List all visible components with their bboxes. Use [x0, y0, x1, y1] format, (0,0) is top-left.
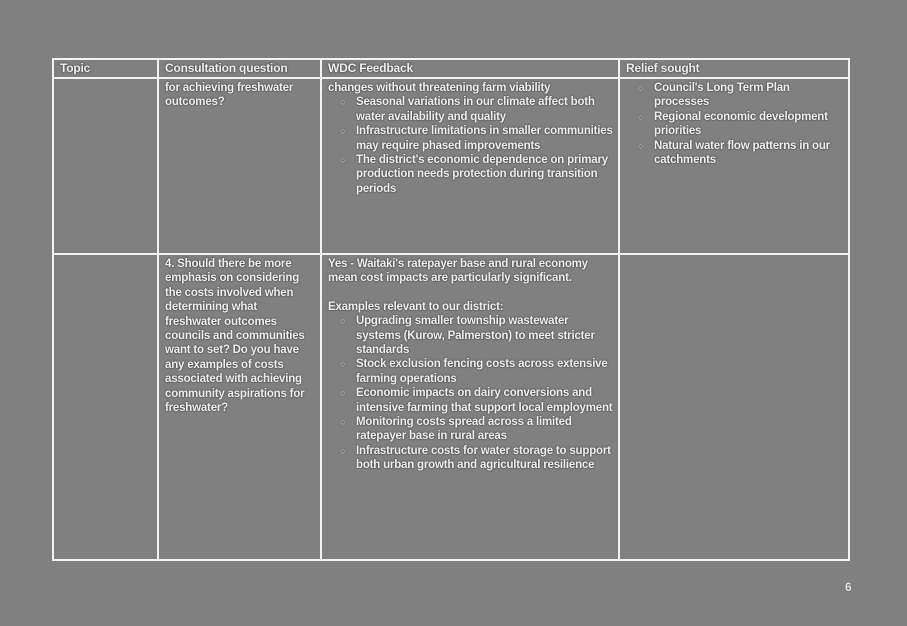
list-item-label: Infrastructure costs for water storage t…: [356, 444, 611, 472]
cell-topic: [52, 253, 159, 561]
list-item: ○ Council's Long Term Plan processes: [626, 81, 843, 110]
relief-bullet-list: ○ Council's Long Term Plan processes ○ R…: [626, 81, 843, 167]
list-item-label: Seasonal variations in our climate affec…: [356, 96, 595, 123]
cell-topic: [52, 77, 159, 255]
bullet-icon: ○: [340, 155, 346, 166]
bullet-icon: ○: [638, 111, 644, 122]
cell-consultation-question: 4. Should there be more emphasis on cons…: [157, 253, 322, 561]
bullet-icon: ○: [340, 388, 346, 399]
list-item: ○ Natural water flow patterns in our cat…: [626, 139, 843, 168]
column-header-relief-sought: Relief sought: [618, 58, 850, 79]
bullet-icon: ○: [638, 140, 644, 151]
column-header-wdc-feedback: WDC Feedback: [320, 58, 620, 79]
list-item-label: The district's economic dependence on pr…: [356, 154, 608, 195]
bullet-icon: ○: [638, 83, 644, 93]
bullet-icon: ○: [340, 445, 346, 456]
table-header-row: Topic Consultation question WDC Feedback…: [52, 58, 850, 79]
bullet-icon: ○: [340, 126, 346, 137]
feedback-intro-text: Yes - Waitaki's ratepayer base and rural…: [328, 258, 588, 285]
feedback-bullet-list: ○ Upgrading smaller township wastewater …: [328, 314, 613, 472]
column-header-consultation-question: Consultation question: [157, 58, 322, 79]
list-item: ○ Monitoring costs spread across a limit…: [328, 415, 613, 444]
table-body: for achieving freshwater outcomes? chang…: [52, 77, 850, 561]
feedback-examples-label: Examples relevant to our district:: [328, 300, 504, 313]
list-item: ○ The district's economic dependence on …: [328, 153, 613, 196]
consultation-feedback-table: Topic Consultation question WDC Feedback…: [52, 58, 850, 561]
table-row: for achieving freshwater outcomes? chang…: [52, 77, 850, 255]
question-text: 4. Should there be more emphasis on cons…: [165, 258, 305, 415]
list-item: ○ Upgrading smaller township wastewater …: [328, 314, 613, 357]
list-item-label: Economic impacts on dairy conversions an…: [356, 387, 613, 414]
table-row: 4. Should there be more emphasis on cons…: [52, 253, 850, 561]
list-item: ○ Infrastructure limitations in smaller …: [328, 124, 613, 153]
list-item: ○ Stock exclusion fencing costs across e…: [328, 357, 613, 386]
bullet-icon: ○: [340, 359, 346, 370]
cell-wdc-feedback: changes without threatening farm viabili…: [320, 77, 620, 255]
feedback-bullet-list: ○ Seasonal variations in our climate aff…: [328, 95, 613, 196]
cell-relief-sought: ○ Council's Long Term Plan processes ○ R…: [618, 77, 850, 255]
bullet-icon: ○: [340, 316, 346, 327]
question-text: for achieving freshwater outcomes?: [165, 82, 294, 109]
list-item-label: Natural water flow patterns in our catch…: [654, 139, 830, 167]
list-item: ○ Seasonal variations in our climate aff…: [328, 95, 613, 124]
list-item-label: Regional economic development priorities: [654, 110, 828, 138]
list-item-label: Stock exclusion fencing costs across ext…: [356, 358, 608, 385]
list-item: ○ Infrastructure costs for water storage…: [328, 444, 613, 473]
cell-consultation-question: for achieving freshwater outcomes?: [157, 77, 322, 255]
column-header-topic: Topic: [52, 58, 159, 79]
bullet-icon: ○: [340, 97, 346, 108]
table-header: Topic Consultation question WDC Feedback…: [52, 58, 850, 79]
list-item-label: Council's Long Term Plan processes: [654, 82, 790, 109]
cell-relief-sought: [618, 253, 850, 561]
list-item: ○ Economic impacts on dairy conversions …: [328, 386, 613, 415]
cell-wdc-feedback: Yes - Waitaki's ratepayer base and rural…: [320, 253, 620, 561]
bullet-icon: ○: [340, 417, 346, 428]
page-number: 6: [845, 580, 852, 594]
paragraph-spacer: [328, 286, 613, 300]
list-item-label: Monitoring costs spread across a limited…: [356, 416, 572, 443]
feedback-continuation-text: changes without threatening farm viabili…: [328, 82, 551, 94]
list-item: ○ Regional economic development prioriti…: [626, 110, 843, 139]
list-item-label: Upgrading smaller township wastewater sy…: [356, 315, 595, 357]
list-item-label: Infrastructure limitations in smaller co…: [356, 125, 613, 152]
